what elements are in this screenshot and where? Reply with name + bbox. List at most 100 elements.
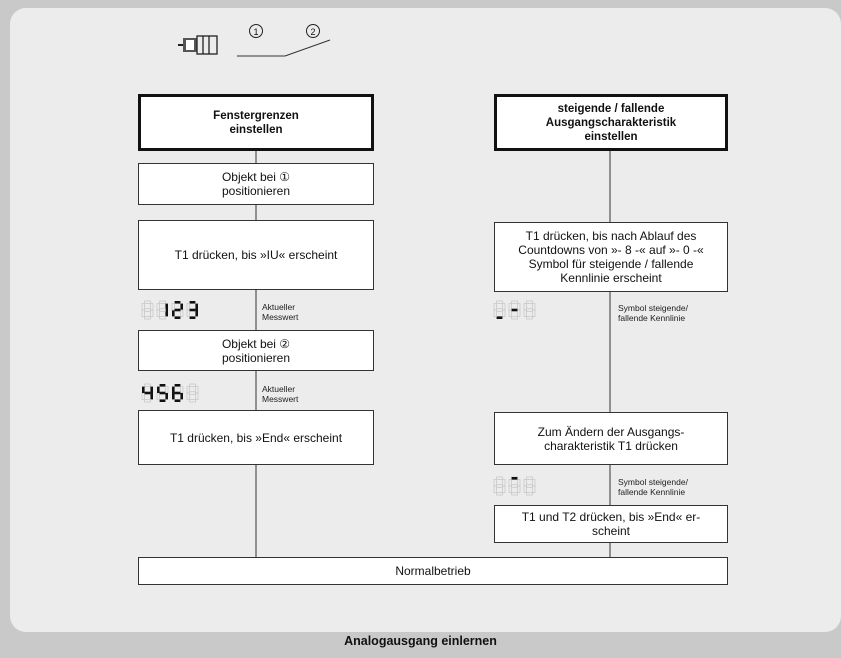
segment-off bbox=[526, 300, 533, 304]
segment-on bbox=[174, 384, 181, 387]
position-marker-1: 1 bbox=[249, 24, 263, 38]
segment-off bbox=[516, 485, 521, 493]
segment-off bbox=[496, 491, 503, 496]
segment-off bbox=[195, 392, 199, 400]
segment-off bbox=[141, 392, 145, 400]
segment-off bbox=[493, 303, 497, 311]
segment-off bbox=[508, 309, 512, 317]
note-measured-value-1: Aktueller Messwert bbox=[262, 302, 299, 322]
display-measured-value-1 bbox=[141, 300, 198, 320]
segment-off bbox=[159, 308, 166, 312]
right-step-countdown: T1 drücken, bis nach Ablauf des Countdow… bbox=[494, 222, 728, 292]
segment-on bbox=[150, 393, 153, 400]
segment-off bbox=[180, 386, 184, 394]
segment-off bbox=[141, 303, 145, 311]
left-step-press-end: T1 drücken, bis »End« erscheint bbox=[138, 410, 374, 465]
segment-off bbox=[144, 398, 151, 403]
position-marker-2: 2 bbox=[306, 24, 320, 38]
left-step-position-2: Objekt bei ② positionieren bbox=[138, 330, 374, 371]
segment-off bbox=[523, 479, 527, 487]
left-header-box: Fenstergrenzen einstellen bbox=[138, 94, 374, 151]
segment-off bbox=[526, 308, 533, 312]
segment-off bbox=[144, 308, 151, 312]
segment-off bbox=[532, 485, 536, 493]
segment-off bbox=[159, 315, 166, 320]
segment-off bbox=[149, 309, 154, 317]
note-measured-value-2: Aktueller Messwert bbox=[262, 384, 299, 404]
segment-on bbox=[150, 386, 153, 393]
right-step-press-end: T1 und T2 drücken, bis »End« er- scheint bbox=[494, 505, 728, 543]
segment-off bbox=[526, 491, 533, 496]
segment-on bbox=[189, 301, 196, 304]
segment-on bbox=[144, 391, 151, 395]
right-header-box: steigende / fallende Ausgangscharakteris… bbox=[494, 94, 728, 151]
segment-off bbox=[516, 309, 521, 317]
segment-on bbox=[165, 310, 168, 317]
segment-off bbox=[189, 383, 196, 387]
segment-off bbox=[511, 315, 518, 320]
display-measured-value-2 bbox=[141, 383, 199, 403]
segment-off bbox=[532, 309, 536, 317]
segment-on bbox=[189, 316, 196, 319]
segment-off bbox=[164, 386, 169, 394]
segment-off bbox=[186, 309, 190, 317]
segment-on bbox=[157, 386, 160, 393]
segment-off bbox=[511, 300, 518, 304]
sensor-icon bbox=[178, 35, 218, 55]
segment-on bbox=[142, 386, 145, 393]
segment-off bbox=[156, 303, 160, 311]
segment-off bbox=[493, 479, 497, 487]
segment-off bbox=[171, 303, 175, 311]
segment-on bbox=[189, 308, 196, 312]
segment-on bbox=[511, 308, 518, 312]
right-step-change-characteristic: Zum Ändern der Ausgangs- charakteristik … bbox=[494, 412, 728, 465]
segment-off bbox=[189, 391, 196, 395]
segment-off bbox=[159, 300, 166, 304]
segment-off bbox=[526, 484, 533, 488]
segment-on bbox=[174, 316, 181, 319]
segment-off bbox=[496, 484, 503, 488]
segment-off bbox=[508, 303, 512, 311]
segment-off bbox=[516, 303, 521, 311]
segment-on bbox=[496, 316, 503, 319]
segment-off bbox=[144, 383, 151, 387]
left-step-press-iu: T1 drücken, bis »IU« erscheint bbox=[138, 220, 374, 290]
segment-on bbox=[180, 303, 183, 310]
display-symbol-1 bbox=[493, 300, 536, 320]
normal-operation-box: Normalbetrieb bbox=[138, 557, 728, 585]
segment-off bbox=[496, 476, 503, 480]
segment-off bbox=[511, 491, 518, 496]
figure-caption: Analogausgang einlernen bbox=[344, 634, 497, 648]
segment-on bbox=[165, 393, 168, 400]
segment-on bbox=[174, 391, 181, 395]
sensor-line bbox=[284, 39, 331, 57]
segment-on bbox=[172, 386, 175, 393]
segment-on bbox=[172, 310, 175, 317]
segment-off bbox=[186, 386, 190, 394]
segment-off bbox=[144, 300, 151, 304]
segment-on bbox=[159, 391, 166, 395]
segment-off bbox=[501, 309, 506, 317]
segment-on bbox=[174, 308, 181, 312]
segment-on bbox=[174, 301, 181, 304]
left-step-position-1: Objekt bei ① positionieren bbox=[138, 163, 374, 205]
segment-off bbox=[523, 303, 527, 311]
segment-on bbox=[159, 399, 166, 402]
segment-off bbox=[511, 484, 518, 488]
note-symbol-1: Symbol steigende/ fallende Kennlinie bbox=[618, 303, 688, 323]
display-symbol-2 bbox=[493, 476, 536, 496]
segment-off bbox=[496, 300, 503, 304]
segment-on bbox=[159, 384, 166, 387]
segment-off bbox=[144, 315, 151, 320]
segment-off bbox=[180, 309, 184, 317]
segment-off bbox=[526, 315, 533, 320]
segment-off bbox=[496, 308, 503, 312]
segment-off bbox=[508, 479, 512, 487]
segment-on bbox=[195, 303, 198, 310]
segment-on bbox=[174, 399, 181, 402]
note-symbol-2: Symbol steigende/ fallende Kennlinie bbox=[618, 477, 688, 497]
segment-on bbox=[172, 393, 175, 400]
segment-off bbox=[501, 485, 506, 493]
